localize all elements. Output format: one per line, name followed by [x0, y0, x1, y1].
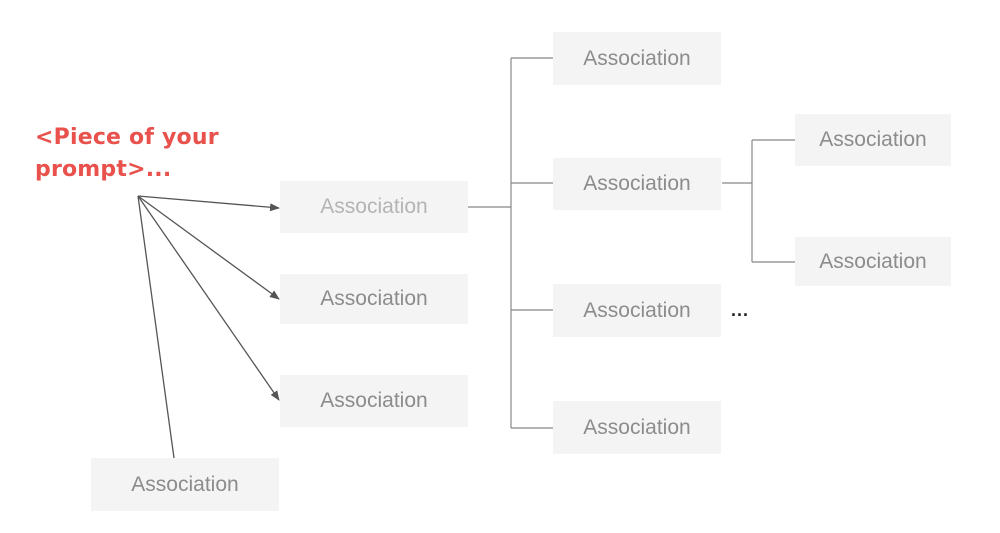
line-to-association-4	[137, 195, 175, 459]
arrow-to-association-1	[137, 195, 280, 212]
association-node-b3: Association	[553, 284, 721, 337]
association-node-a3: Association	[280, 375, 468, 427]
association-node-c1: Association	[795, 114, 951, 166]
association-node-a2: Association	[280, 274, 468, 324]
continuation-ellipsis: ...	[731, 300, 750, 320]
association-node-c2: Association	[795, 237, 951, 286]
arrow-to-association-2	[137, 195, 280, 300]
association-node-a1: Association	[280, 181, 468, 233]
association-node-b4: Association	[553, 401, 721, 454]
association-node-b1: Association	[553, 32, 721, 85]
prompt-label: <Piece of your prompt>...	[35, 125, 219, 182]
association-node-a4: Association	[91, 458, 279, 511]
arrow-to-association-3	[137, 195, 280, 401]
association-node-b2: Association	[553, 158, 721, 210]
